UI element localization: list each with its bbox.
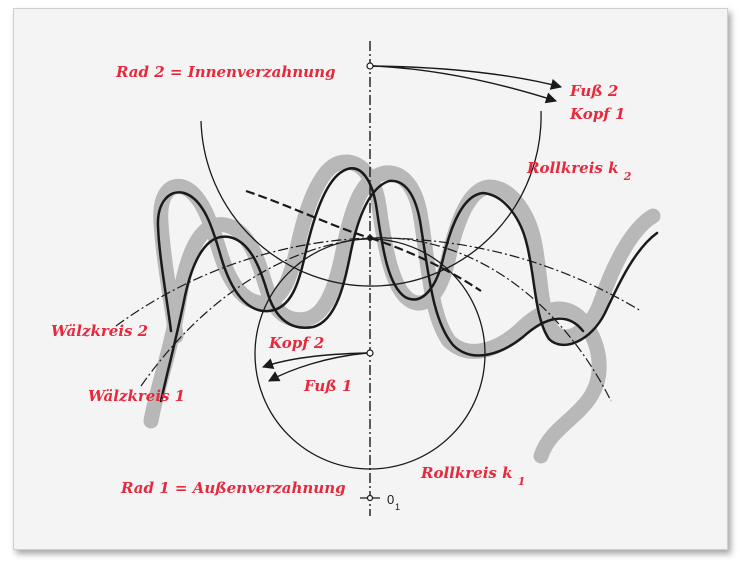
label-rollkreis-k2-sub: 2: [623, 170, 632, 183]
figure-frame: 0 1 Rad 2 = Innenverzahnung Fuß 2 Kopf 1…: [13, 8, 728, 550]
label-rollkreis-k1-main: Rollkreis k: [420, 464, 512, 482]
rollkreis-k2-circle: [200, 110, 542, 287]
rad2-reference-point: [366, 62, 374, 70]
arrow-to-fuss2: [372, 65, 563, 90]
arrow-to-kopf1: [372, 65, 558, 104]
origin-point: [366, 494, 374, 502]
internal-tooth-profile-shaded: [143, 165, 607, 464]
contact-path-right: [369, 236, 482, 292]
label-waelzkreis2: Wälzkreis 2: [51, 322, 148, 340]
label-rad2: Rad 2 = Innenverzahnung: [115, 63, 335, 81]
label-rollkreis-k2: Rollkreis k 2: [526, 159, 632, 183]
waelzkreis-1-line: [140, 237, 612, 402]
label-fuss1: Fuß 1: [303, 377, 352, 395]
label-rollkreis-k2-main: Rollkreis k: [526, 159, 618, 177]
label-rad1: Rad 1 = Außenverzahnung: [120, 479, 346, 497]
internal-tooth-profile-line: [159, 179, 585, 403]
label-kopf2: Kopf 2: [268, 334, 324, 352]
pitch-point: [367, 235, 373, 241]
arrow-to-fuss1: [268, 352, 368, 382]
label-rollkreis-k1-sub: 1: [518, 475, 526, 488]
label-waelzkreis1: Wälzkreis 1: [88, 387, 185, 405]
origin-label-sub: 1: [395, 502, 400, 512]
contact-path-left: [245, 189, 371, 240]
label-fuss2: Fuß 2: [569, 82, 618, 100]
label-kopf1: Kopf 1: [569, 105, 625, 123]
arrow-to-kopf2: [261, 352, 368, 369]
origin-label: 0: [387, 492, 394, 507]
gear-tooth-diagram: 0 1 Rad 2 = Innenverzahnung Fuß 2 Kopf 1…: [51, 41, 661, 516]
rad1-reference-point: [366, 349, 374, 357]
label-rollkreis-k1: Rollkreis k 1: [420, 464, 525, 488]
